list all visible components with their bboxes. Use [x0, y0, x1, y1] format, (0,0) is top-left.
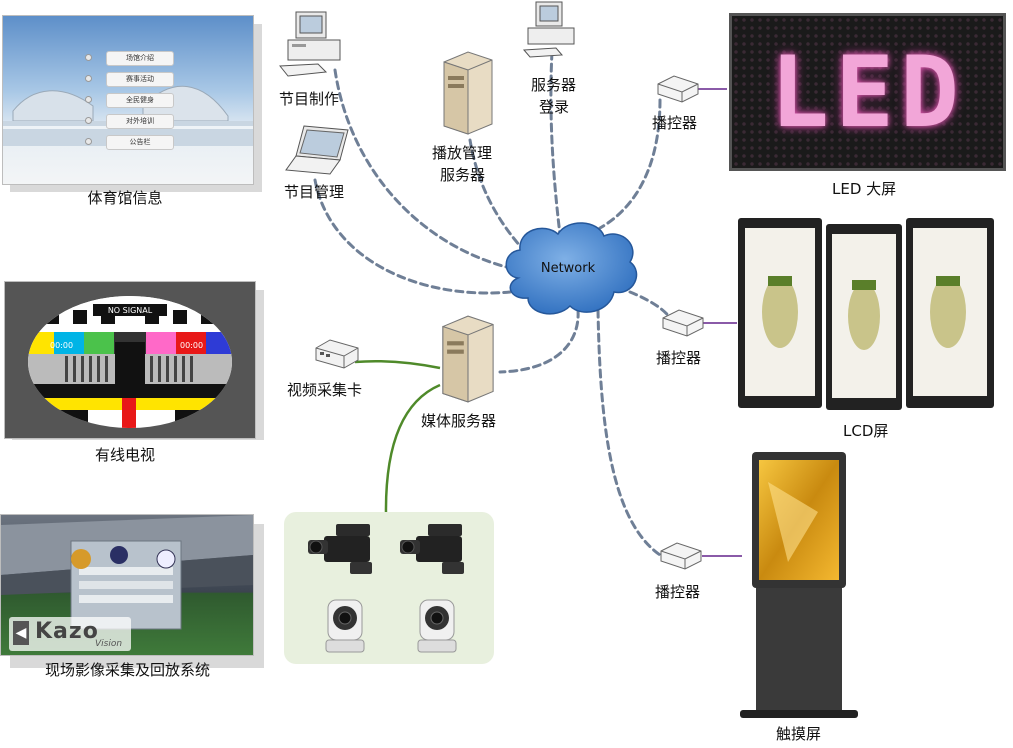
lcd-screens — [738, 218, 994, 410]
menu-dot-3 — [85, 96, 92, 103]
label-program-make: 节目制作 — [279, 90, 340, 108]
stadium-menu-item-2[interactable]: 赛事活动 — [106, 72, 174, 87]
tv-no-signal: NO SIGNAL — [108, 306, 153, 315]
stadium-menu-item-5[interactable]: 公告栏 — [106, 135, 174, 150]
controller-icon-3 — [660, 542, 702, 570]
label-stadium-info: 体育馆信息 — [87, 189, 163, 207]
label-media-server: 媒体服务器 — [421, 412, 497, 430]
server-login-computer-icon — [522, 1, 575, 58]
led-text: LED — [769, 36, 965, 150]
ptz-camera-icon-2 — [417, 599, 457, 653]
stadium-stands — [1, 515, 253, 630]
laptop-icon — [285, 125, 349, 175]
kazo-logo-sub: Vision — [95, 639, 123, 649]
play-server-icon — [443, 51, 493, 135]
kazo-logo-text: Kazo — [35, 619, 99, 644]
led-screen: LED — [729, 13, 1006, 171]
label-controller-1: 播控器 — [652, 114, 698, 132]
stadium-menu-item-1[interactable]: 场馆介绍 — [106, 51, 174, 66]
menu-dot-5 — [85, 138, 92, 145]
lcd-panel-1 — [738, 218, 822, 408]
link-controller-1 — [598, 98, 662, 230]
link-controller-2 — [628, 290, 672, 320]
label-led-screen: LED 大屏 — [832, 180, 897, 198]
stadium-info-panel: 场馆介绍 赛事活动 全民健身 对外培训 公告栏 — [2, 15, 254, 185]
link-cameras — [384, 383, 441, 516]
tv-time-right: 00:00 — [180, 341, 203, 350]
tv-time-left: 00:00 — [50, 341, 73, 350]
media-server-icon — [442, 315, 494, 403]
label-touch-screen: 触摸屏 — [776, 725, 822, 743]
label-server-login-1: 服务器 — [531, 76, 577, 94]
stadium-menu-item-3[interactable]: 全民健身 — [106, 93, 174, 108]
label-program-manage: 节目管理 — [284, 183, 345, 201]
link-server-login — [549, 50, 562, 237]
label-server-login-2: 登录 — [539, 98, 570, 116]
label-live-capture: 现场影像采集及回放系统 — [44, 661, 210, 679]
link-controller-3 — [596, 308, 662, 557]
label-play-server-2: 服务器 — [440, 166, 486, 184]
link-video-card — [354, 360, 441, 370]
label-lcd-screen: LCD屏 — [843, 422, 889, 440]
ptz-camera-icon-1 — [325, 599, 365, 653]
label-video-card: 视频采集卡 — [287, 381, 363, 399]
controller-icon-2 — [662, 309, 704, 337]
label-controller-3: 播控器 — [655, 583, 701, 601]
desktop-computer-icon — [279, 11, 341, 77]
cable-tv-panel: NO SIGNAL 00:00 00:00 — [4, 281, 256, 439]
camcorder-icon-1 — [308, 524, 372, 574]
menu-dot-1 — [85, 54, 92, 61]
menu-dot-4 — [85, 117, 92, 124]
kazo-logo: ◀ Kazo Vision — [9, 617, 131, 651]
label-controller-2: 播控器 — [656, 349, 702, 367]
video-card-icon — [315, 339, 359, 369]
label-play-server-1: 播放管理 — [432, 144, 493, 162]
network-cloud: Network — [505, 222, 638, 315]
link-program-manage — [313, 178, 512, 295]
stadium-menu-item-4[interactable]: 对外培训 — [106, 114, 174, 129]
live-capture-panel: ◀ Kazo Vision — [0, 514, 254, 656]
lcd-panel-3 — [906, 218, 994, 408]
controller-icon-1 — [657, 75, 699, 103]
network-label: Network — [541, 261, 596, 276]
tv-test-pattern: NO SIGNAL 00:00 00:00 — [28, 296, 232, 428]
menu-dot-2 — [85, 75, 92, 82]
label-cable-tv: 有线电视 — [94, 446, 155, 464]
lcd-panel-2 — [826, 224, 902, 410]
camcorder-icon-2 — [400, 524, 464, 574]
link-program-make — [333, 68, 512, 270]
touch-screen-kiosk — [740, 452, 858, 718]
